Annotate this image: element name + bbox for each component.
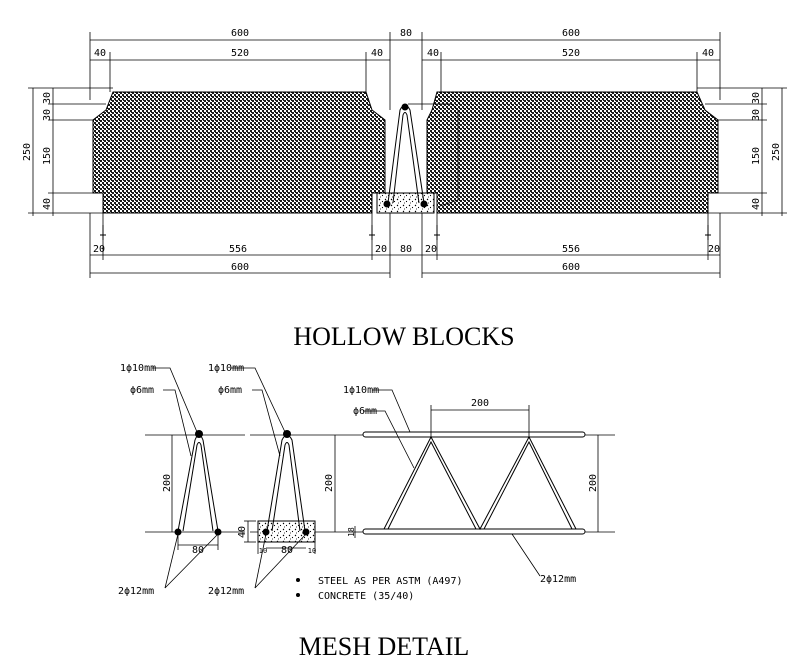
dim-section2-small: 40 — [237, 526, 248, 538]
dim-elevation-height-right: 200 — [588, 474, 599, 492]
dim-bottom-height-left: 40 — [42, 198, 53, 210]
left-hollow-block — [92, 91, 386, 214]
dim-block-width-left: 600 — [231, 28, 249, 39]
hollow-blocks-title: HOLLOW BLOCKS — [293, 322, 514, 351]
note-steel: STEEL AS PER ASTM (A497) — [318, 576, 463, 587]
label-top-bar-2: 1ϕ10mm — [208, 363, 244, 374]
dim-block-width-bottom-left: 600 — [231, 262, 249, 273]
dim-block-width-bottom-right: 600 — [562, 262, 580, 273]
right-vertical-dimensions — [697, 87, 787, 216]
dim-section1-height: 200 — [162, 474, 173, 492]
truss-section-1 — [171, 430, 222, 550]
joint-bottom-bar-right — [420, 200, 428, 208]
dim-total-height-left: 250 — [22, 143, 33, 161]
dim-edge-1: 40 — [94, 48, 106, 59]
label-diagonal-3: ϕ6mm — [353, 406, 377, 417]
label-top-bar-1: 1ϕ10mm — [120, 363, 156, 374]
top-dimensions — [89, 32, 721, 110]
dim-section2-edge-right: 10 — [308, 547, 316, 555]
elevation-bottom-bar — [362, 528, 586, 535]
joint-truss — [376, 95, 461, 214]
mesh-detail-section: 200 80 40 80 10 10 — [118, 363, 615, 602]
dim-total-height-right: 250 — [771, 143, 782, 161]
elevation-diagonal — [383, 435, 577, 531]
dim-section2-edge-left: 10 — [259, 547, 267, 555]
dim-foot-3: 20 — [425, 244, 437, 255]
dim-foot-4: 20 — [708, 244, 720, 255]
dim-bottom-height-right: 40 — [751, 198, 762, 210]
left-vertical-dimensions — [28, 87, 113, 216]
dim-inner-width-left: 520 — [231, 48, 249, 59]
joint-top-bar — [401, 103, 409, 111]
note-concrete: CONCRETE (35/40) — [318, 591, 414, 602]
dim-edge-4: 40 — [702, 48, 714, 59]
dim-edge-3: 40 — [427, 48, 439, 59]
dim-step-left-2: 30 — [42, 109, 53, 121]
dim-section2-base: 80 — [281, 545, 293, 556]
dim-step-right-1: 30 — [751, 92, 762, 104]
note-bullet-2 — [296, 593, 300, 597]
dim-step-left-1: 30 — [42, 92, 53, 104]
note-bullet-1 — [296, 578, 300, 582]
dim-inner-width-right: 520 — [562, 48, 580, 59]
label-diagonal-1: ϕ6mm — [130, 385, 154, 396]
section2-bottom-bar-left — [262, 528, 270, 536]
dim-elevation-pitch: 200 — [471, 398, 489, 409]
dim-base-width-right: 556 — [562, 244, 580, 255]
elevation-top-bar — [362, 431, 586, 438]
label-bottom-bar-1: 2ϕ12mm — [118, 586, 154, 597]
dim-section1-base: 80 — [192, 545, 204, 556]
dim-step-right-2: 30 — [751, 109, 762, 121]
dim-foot-2: 20 — [375, 244, 387, 255]
joint-concrete-base — [376, 192, 435, 214]
dim-base-width-left: 556 — [229, 244, 247, 255]
right-hollow-block — [426, 91, 719, 214]
dim-block-width-right: 600 — [562, 28, 580, 39]
dim-elevation-cover: 18 — [347, 527, 356, 537]
section2-bottom-bar-right — [302, 528, 310, 536]
dim-mid-height-right: 150 — [751, 147, 762, 165]
dim-mid-height-left: 150 — [42, 147, 53, 165]
label-bottom-bar-3: 2ϕ12mm — [540, 574, 576, 585]
dim-edge-2: 40 — [371, 48, 383, 59]
mesh-detail-title: MESH DETAIL — [299, 632, 470, 661]
dim-foot-1: 20 — [93, 244, 105, 255]
dim-elevation-height-left: 200 — [324, 474, 335, 492]
label-bottom-bar-2: 2ϕ12mm — [208, 586, 244, 597]
dim-gap-bottom: 80 — [400, 244, 412, 255]
label-top-bar-3: 1ϕ10mm — [343, 385, 379, 396]
joint-bottom-bar-left — [383, 200, 391, 208]
label-diagonal-2: ϕ6mm — [218, 385, 242, 396]
truss-elevation — [334, 405, 599, 538]
section1-top-bar — [195, 430, 203, 438]
leader-lines — [152, 367, 541, 589]
dim-gap-top: 80 — [400, 28, 412, 39]
bottom-dimensions — [89, 213, 721, 278]
hollow-blocks-section: 600 80 600 40 520 40 40 520 40 250 30 30… — [22, 28, 787, 278]
truss-section-2 — [244, 430, 316, 554]
